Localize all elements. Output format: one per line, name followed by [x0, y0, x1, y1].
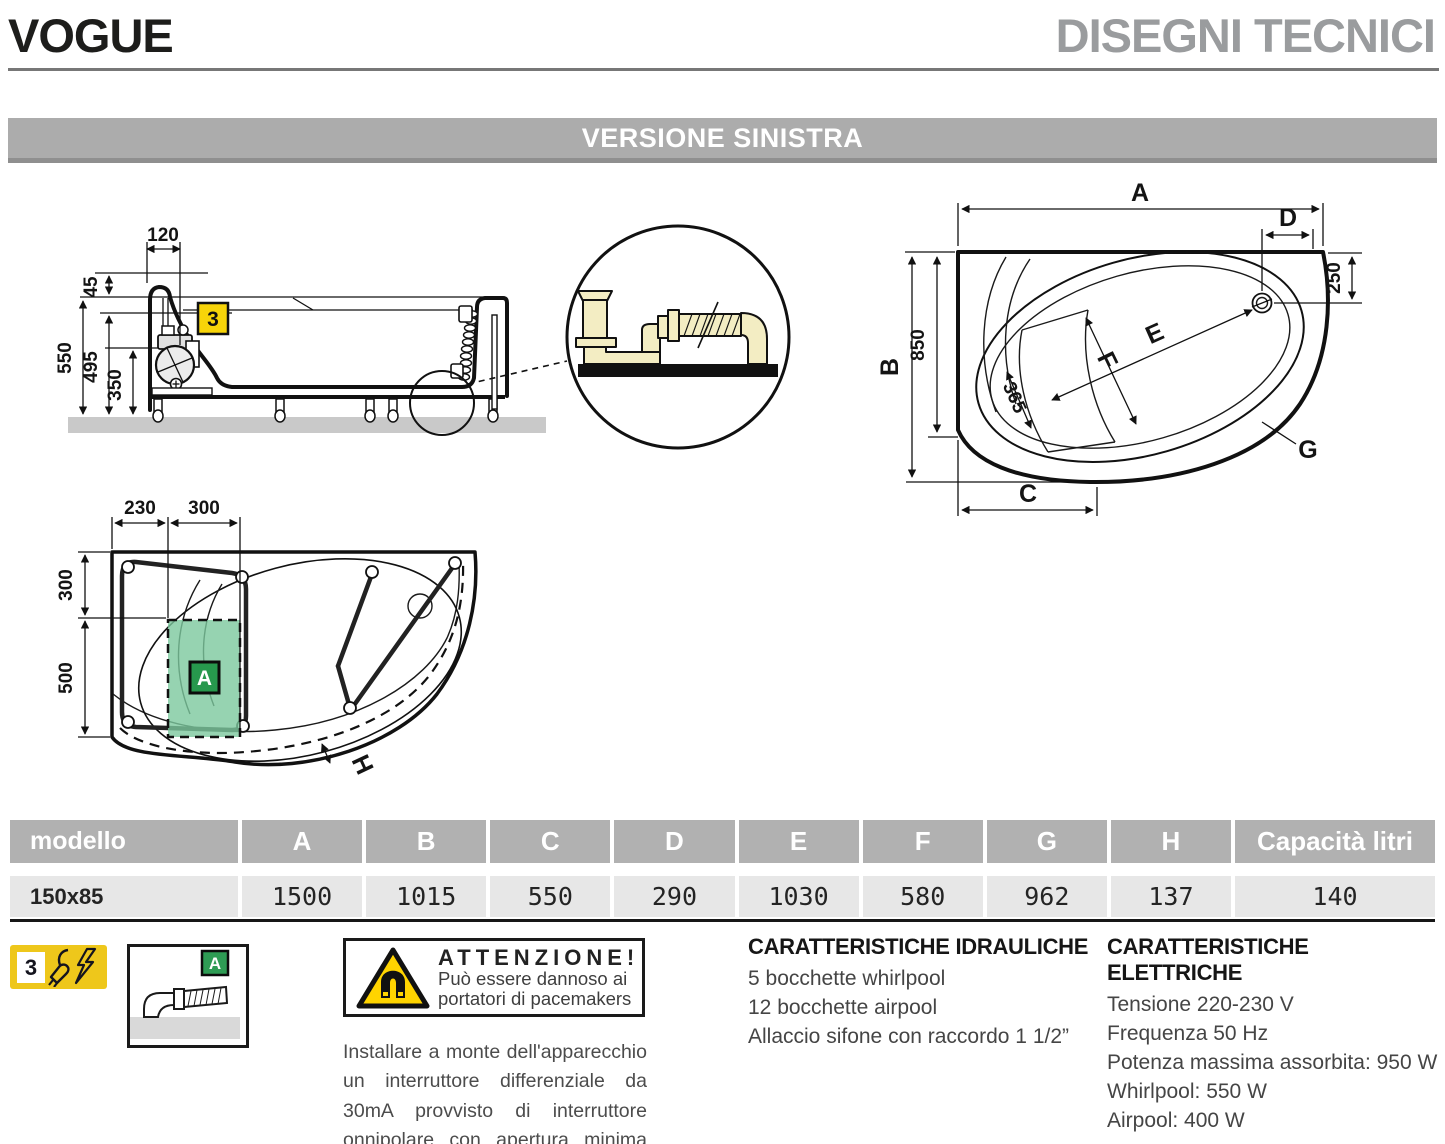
header-divider	[8, 68, 1439, 71]
side-view-drawing: 3 120 45 550 495 350	[55, 225, 568, 436]
table-header-cell: F	[862, 820, 983, 863]
dim-350: 350	[105, 369, 126, 401]
spec-line: Whirlpool: 550 W	[1107, 1080, 1267, 1103]
floor-strip	[68, 417, 546, 433]
spec-line: Allaccio sifone con raccordo 1 1/2”	[748, 1025, 1069, 1048]
table-header-cell: A	[242, 820, 363, 863]
plug-lightning-icon	[48, 947, 97, 987]
table-header-cell: D	[614, 820, 735, 863]
electric-specs: CARATTERISTICHE ELETTRICHE Tensione 220-…	[1107, 934, 1442, 1135]
callout-3-badge	[196, 301, 230, 336]
tub-profile	[148, 285, 509, 412]
dim-A: A	[1131, 180, 1149, 207]
dim-45: 45	[81, 276, 102, 298]
callout-A-label: A	[197, 667, 212, 690]
spec-line: Tensione 220-230 V	[1107, 993, 1294, 1016]
brand-title: VOGUE	[8, 9, 174, 62]
detail-callout-circle	[409, 370, 475, 436]
dim-365: 365	[998, 379, 1030, 417]
table-header-cell: H	[1110, 820, 1231, 863]
magnet-warning-icon	[356, 947, 430, 1008]
badge-number: 3	[17, 951, 45, 983]
warning-line: portatori di pacemakers	[438, 988, 632, 1010]
tub-underside-outline	[110, 550, 478, 767]
electrical-hazard-badge: 3	[10, 945, 107, 989]
table-cell: 1030	[738, 876, 859, 917]
dim-250: 250	[1324, 262, 1345, 294]
dim-495: 495	[81, 351, 102, 383]
spec-line: Frequenza 50 Hz	[1107, 1022, 1269, 1045]
callout-A-badge	[188, 660, 221, 695]
box-badge-A: A	[209, 954, 221, 973]
siphon-pipe-icon: A	[130, 949, 240, 1039]
dim-120: 120	[147, 225, 179, 246]
spec-line: Potenza massima assorbita: 950 W	[1107, 1051, 1438, 1074]
support-frame-right	[335, 561, 458, 711]
dim-G: G	[1298, 436, 1317, 464]
electric-specs-title: CARATTERISTICHE ELETTRICHE	[1107, 934, 1309, 985]
version-banner-label: VERSIONE SINISTRA	[581, 123, 864, 153]
dim-H: H	[346, 751, 379, 779]
table-cell: 580	[862, 876, 983, 917]
table-bottom-rule	[10, 919, 1435, 922]
spec-line: 5 bocchette whirlpool	[748, 967, 946, 990]
dim-230: 230	[124, 498, 156, 519]
table-header-cell: modello	[10, 820, 238, 863]
dim-550: 550	[55, 342, 76, 374]
table-header-cell: Capacità litri	[1235, 820, 1435, 863]
table-cell: 290	[614, 876, 735, 917]
dim-850: 850	[908, 329, 929, 361]
tub-plan-outline	[956, 250, 1330, 485]
siphon-connection-box: A	[127, 944, 249, 1048]
table-cell-model: 150x85	[10, 876, 238, 917]
table-cell: 962	[986, 876, 1107, 917]
table-cell: 140	[1235, 876, 1435, 917]
installation-note: Installare a monte dell'apparecchio un i…	[343, 1041, 647, 1144]
dim-D: D	[1279, 204, 1297, 232]
table-header-cell: C	[490, 820, 611, 863]
table-cell: 1500	[242, 876, 363, 917]
dim-300-left: 300	[56, 569, 77, 601]
table-cell: 550	[490, 876, 611, 917]
pacemaker-warning-box: ATTENZIONE! Può essere dannoso ai portat…	[343, 938, 645, 1017]
pump	[151, 298, 213, 396]
warning-line: Può essere dannoso ai	[438, 968, 628, 990]
page-title: DISEGNI TECNICI	[1055, 9, 1436, 62]
hydraulic-specs-title: CARATTERISTICHE IDRAULICHE	[748, 934, 1089, 959]
table-cell: 1015	[366, 876, 487, 917]
warning-title: ATTENZIONE!	[438, 944, 640, 970]
version-banner: VERSIONE SINISTRA	[8, 118, 1437, 163]
dim-300-top: 300	[188, 498, 220, 519]
dim-B: B	[876, 358, 904, 376]
table-header-row: modello A B C D E F G H Capacità litri	[10, 820, 1435, 863]
table-header-cell: E	[738, 820, 859, 863]
dim-C: C	[1019, 480, 1037, 508]
spec-line: 12 bocchette airpool	[748, 996, 938, 1019]
hydraulic-specs: CARATTERISTICHE IDRAULICHE 5 bocchette w…	[748, 934, 1098, 1051]
table-cell: 137	[1110, 876, 1231, 917]
spec-line: Airpool: 400 W	[1107, 1109, 1245, 1132]
technical-drawings: 3 120 45 550 495 350	[0, 180, 1445, 816]
callout-3-label: 3	[207, 308, 219, 331]
dimensions-table: modello A B C D E F G H Capacità litri 1…	[10, 820, 1435, 922]
table-header-cell: B	[366, 820, 487, 863]
table-header-cell: G	[986, 820, 1107, 863]
table-data-row: 150x85 1500 1015 550 290 1030 580 962 13…	[10, 876, 1435, 917]
underside-view-drawing: A 230 300 300 500 H	[56, 498, 478, 779]
dim-E: E	[1141, 318, 1168, 350]
top-view-drawing: A D 250 B 850 365 E	[876, 180, 1362, 516]
dim-500: 500	[56, 662, 77, 694]
siphon-detail-drawing	[565, 224, 791, 450]
